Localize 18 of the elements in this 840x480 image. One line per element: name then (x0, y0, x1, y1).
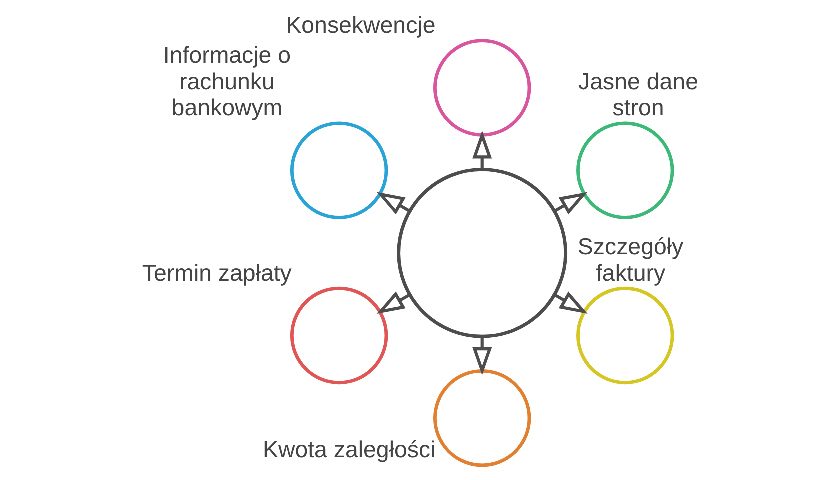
node-label: Informacje o rachunku bankowym (162, 42, 291, 121)
node-label: Kwota zaległości (262, 436, 436, 463)
node-label: Szczegóły faktury (577, 234, 684, 286)
node-circle (576, 122, 674, 220)
node-circle (290, 286, 388, 385)
node-circle (576, 286, 674, 385)
node-label: Termin zapłaty (142, 260, 292, 286)
arrow (472, 336, 492, 376)
arrow (376, 292, 410, 314)
node-circle (433, 39, 531, 137)
arrow (553, 192, 588, 215)
arrow (472, 130, 492, 170)
node-circle (433, 369, 531, 468)
arrow (553, 292, 588, 314)
node-circle (290, 122, 388, 220)
node-label: Konsekwencje (286, 12, 436, 38)
node-label: Jasne dane stron (578, 68, 698, 121)
arrow (376, 192, 410, 215)
